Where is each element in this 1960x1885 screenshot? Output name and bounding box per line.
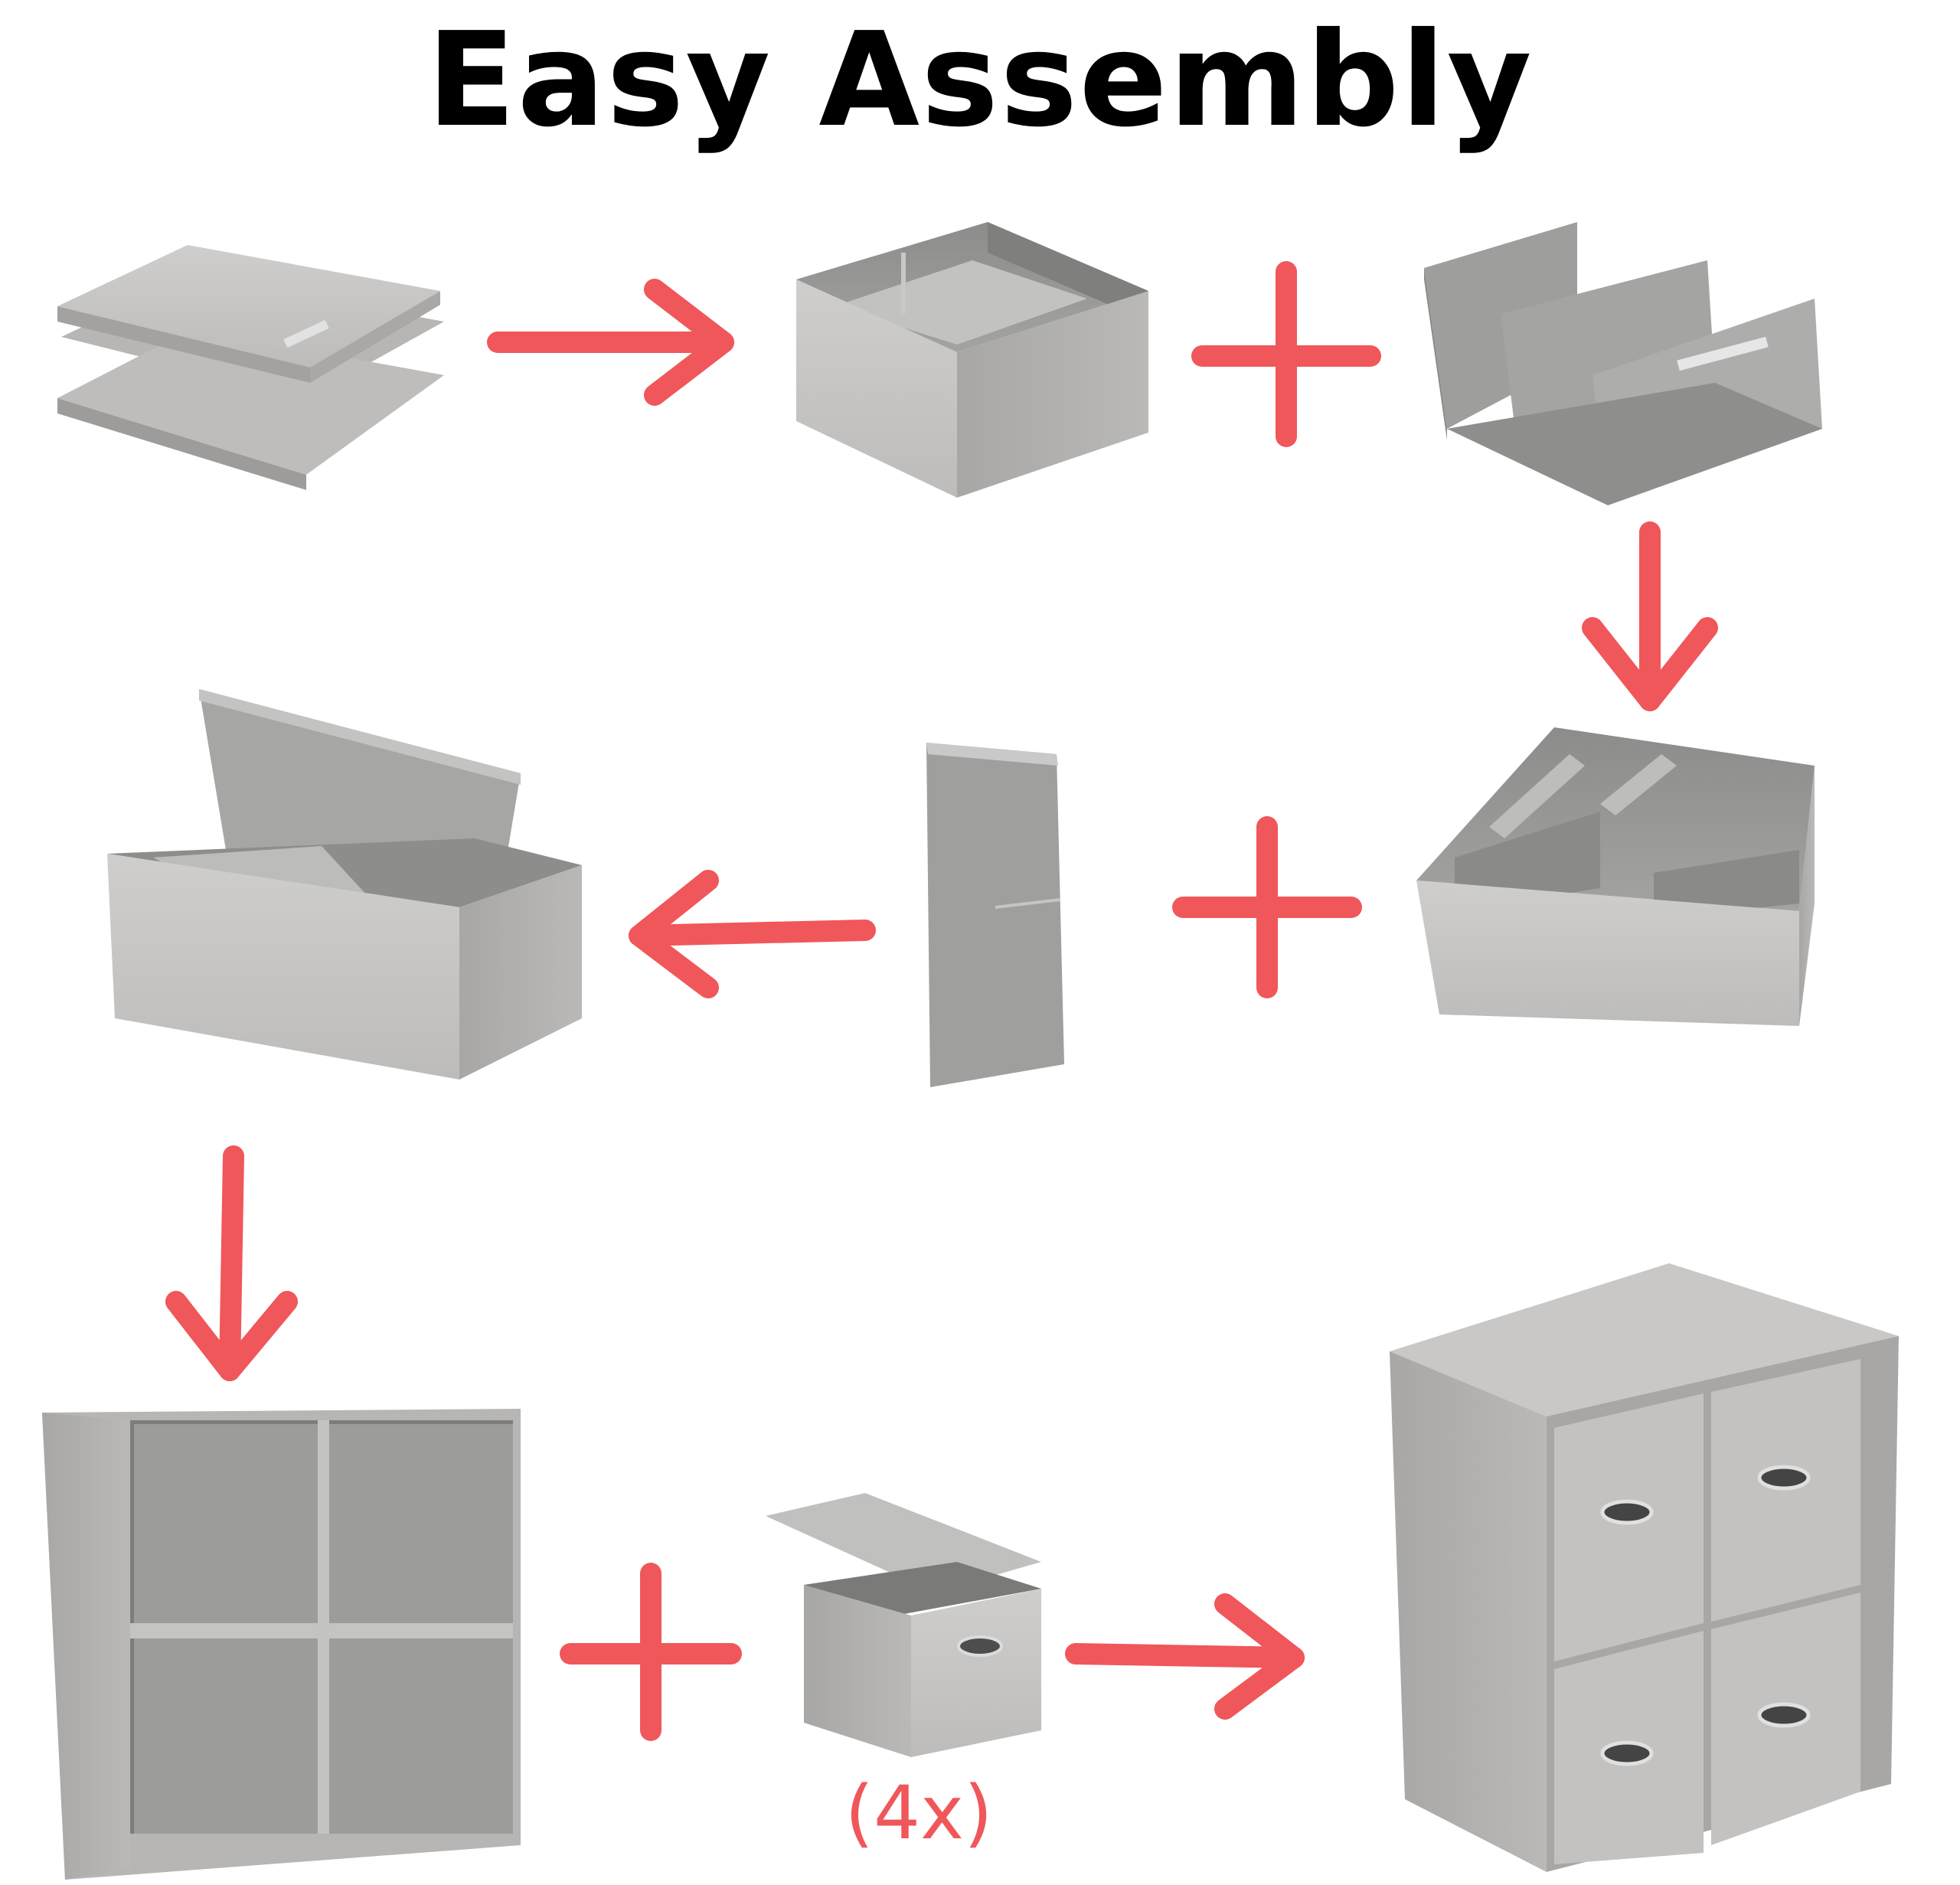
drawer-cabinet — [1390, 1263, 1899, 1872]
page-title: Easy Assembly — [426, 5, 1534, 156]
arrow-down-icon — [1582, 521, 1718, 711]
folded-flat-box — [57, 245, 444, 490]
open-box — [796, 222, 1148, 498]
arrow-right-icon — [1065, 1593, 1305, 1720]
single-divider — [926, 743, 1064, 1087]
plus-icon — [1172, 816, 1362, 998]
arrow-down-icon — [165, 1145, 298, 1381]
cube-shelf-frame — [42, 1409, 521, 1880]
divider-panels — [1424, 222, 1822, 505]
plus-icon — [1191, 261, 1381, 447]
arrow-right-icon — [487, 279, 734, 406]
quantity-label: (4x) — [844, 1770, 993, 1856]
arrow-left-icon — [629, 870, 876, 998]
plus-icon — [560, 1563, 742, 1741]
box-with-dividers — [1416, 727, 1815, 1026]
storage-cube — [766, 1493, 1041, 1757]
box-with-lid — [107, 689, 582, 1080]
